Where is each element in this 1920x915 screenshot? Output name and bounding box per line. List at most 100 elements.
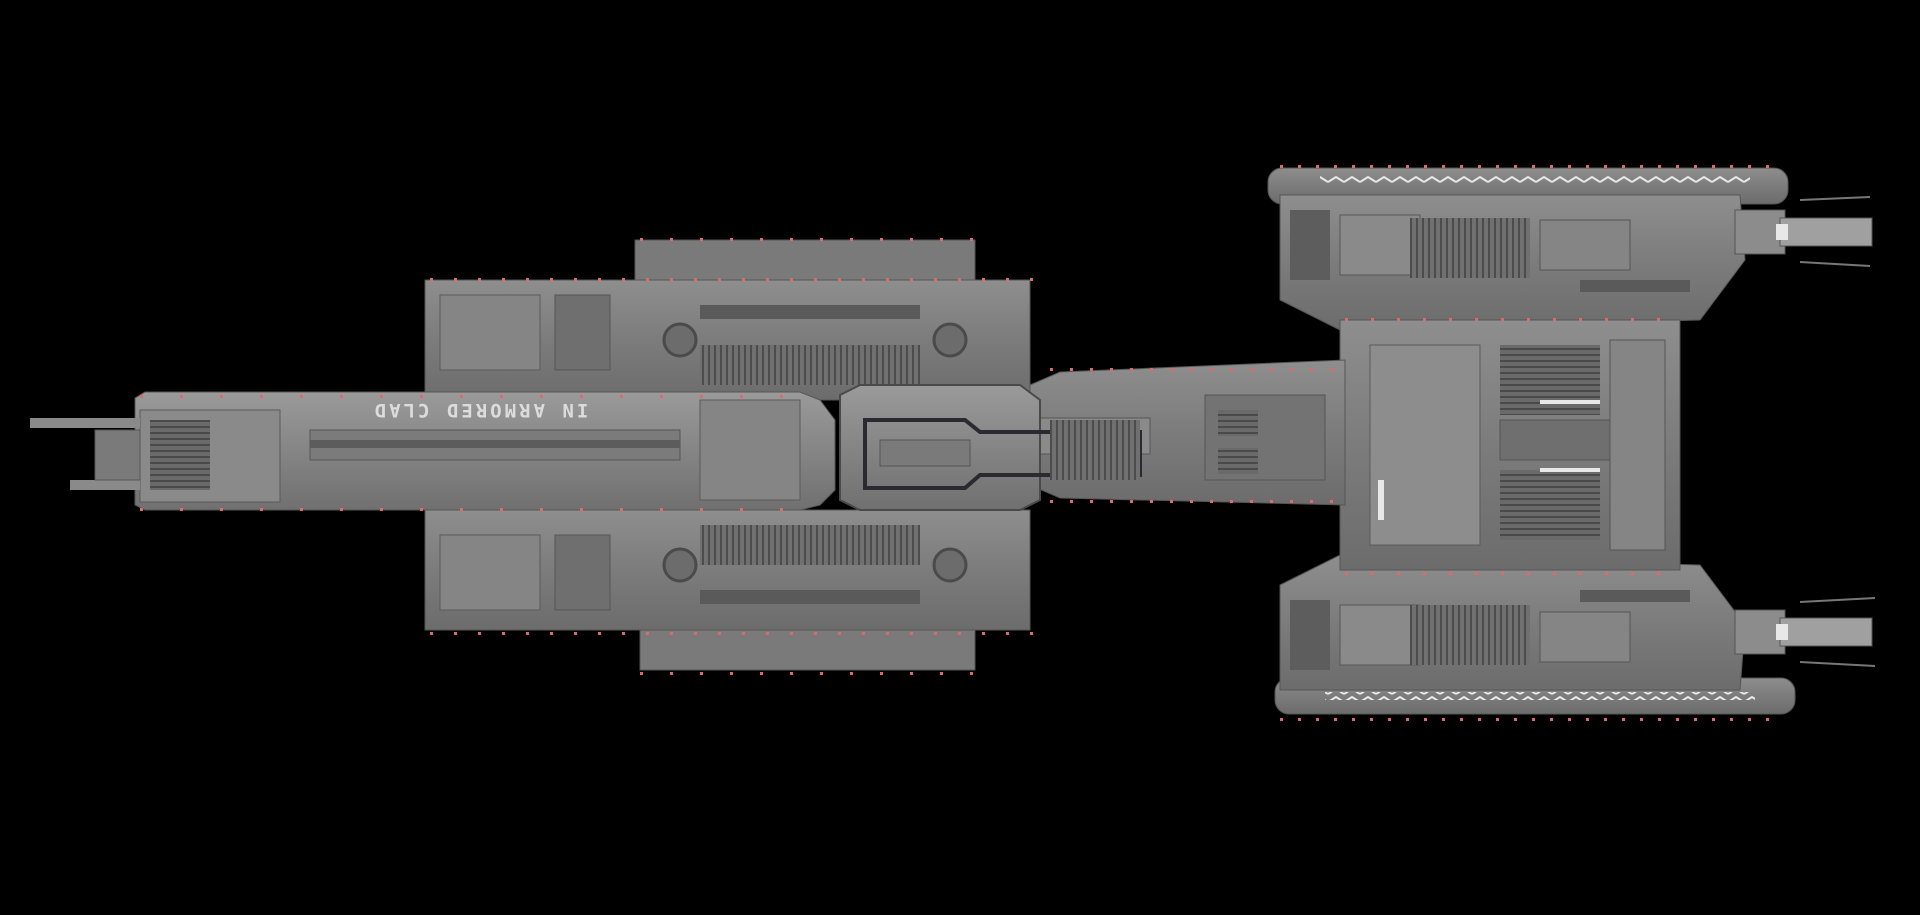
running-light <box>1527 318 1530 321</box>
running-light <box>300 508 303 511</box>
running-light <box>526 632 529 635</box>
running-light <box>1766 718 1769 721</box>
running-light <box>300 395 303 398</box>
running-light <box>1496 165 1499 168</box>
running-light <box>1345 318 1348 321</box>
upper-wing-turret-a <box>662 322 698 358</box>
forward-section: IN ARMORED CLAD <box>30 391 836 511</box>
running-light <box>1694 165 1697 168</box>
running-light <box>1150 500 1153 503</box>
running-light <box>718 632 721 635</box>
running-light <box>742 632 745 635</box>
running-light <box>886 632 889 635</box>
running-light <box>958 278 961 281</box>
running-light <box>760 672 763 675</box>
running-light <box>1568 718 1571 721</box>
running-light <box>790 632 793 635</box>
running-light <box>718 278 721 281</box>
running-light <box>260 395 263 398</box>
running-light <box>1210 500 1213 503</box>
running-light <box>1501 318 1504 321</box>
running-light <box>862 632 865 635</box>
running-light <box>1424 165 1427 168</box>
running-light <box>454 278 457 281</box>
upper-battery-strip <box>634 239 976 281</box>
running-light <box>1330 368 1333 371</box>
lower-pod-detail <box>1580 590 1690 602</box>
running-light <box>700 508 703 511</box>
upper-wing-turret-b <box>932 322 968 358</box>
running-light <box>454 632 457 635</box>
running-light <box>1006 632 1009 635</box>
running-light <box>550 632 553 635</box>
running-light <box>1190 368 1193 371</box>
running-light <box>1658 718 1661 721</box>
running-light <box>1334 165 1337 168</box>
running-light <box>430 632 433 635</box>
running-light <box>1210 368 1213 371</box>
lower-wing-turret-a <box>662 547 698 583</box>
running-light <box>1766 165 1769 168</box>
running-light <box>180 508 183 511</box>
running-light <box>1310 500 1313 503</box>
running-light <box>1631 572 1634 575</box>
running-light <box>1170 368 1173 371</box>
running-light <box>1676 718 1679 721</box>
running-light <box>1730 165 1733 168</box>
running-light <box>380 508 383 511</box>
running-light <box>1423 318 1426 321</box>
running-light <box>1604 718 1607 721</box>
upper-wing-vent <box>700 345 920 385</box>
running-light <box>694 278 697 281</box>
upper-wing-panel-a <box>439 294 541 371</box>
running-light <box>620 395 623 398</box>
running-light <box>1006 278 1009 281</box>
running-light <box>780 395 783 398</box>
running-light <box>1110 368 1113 371</box>
rear-section <box>1267 167 1876 715</box>
upper-pod-detail <box>1580 280 1690 292</box>
running-light <box>1501 572 1504 575</box>
running-light <box>1622 165 1625 168</box>
running-light <box>1370 165 1373 168</box>
running-light <box>1658 165 1661 168</box>
running-light <box>540 508 543 511</box>
running-light <box>1090 368 1093 371</box>
running-light <box>1388 165 1391 168</box>
prow-vent <box>150 420 210 490</box>
running-light <box>1250 368 1253 371</box>
running-light <box>1170 500 1173 503</box>
rear-white-light-b <box>1540 400 1600 404</box>
running-light <box>700 395 703 398</box>
mid-section <box>424 239 1142 671</box>
running-light <box>1475 572 1478 575</box>
running-light <box>1478 165 1481 168</box>
running-light <box>886 278 889 281</box>
running-light <box>1298 165 1301 168</box>
lower-pod-vent <box>1410 605 1530 665</box>
running-light <box>940 238 943 241</box>
running-light <box>760 238 763 241</box>
running-light <box>1406 718 1409 721</box>
running-light <box>820 672 823 675</box>
running-light <box>1657 572 1660 575</box>
running-light <box>982 278 985 281</box>
running-light <box>1579 572 1582 575</box>
running-light <box>1748 165 1751 168</box>
upper-pod-vent <box>1410 218 1530 278</box>
running-light <box>790 278 793 281</box>
running-light <box>880 238 883 241</box>
running-light <box>780 508 783 511</box>
lower-wing-turret-b <box>932 547 968 583</box>
running-light <box>1130 500 1133 503</box>
spine-aft-block <box>699 399 801 501</box>
hub-aft-vent <box>1050 420 1140 480</box>
upper-rail-light-strip <box>1320 176 1750 184</box>
running-light <box>730 238 733 241</box>
running-light <box>1270 500 1273 503</box>
lower-pod-intake <box>1290 600 1330 670</box>
running-light <box>646 632 649 635</box>
running-light <box>1397 318 1400 321</box>
lower-wing-panel-b <box>554 534 611 611</box>
